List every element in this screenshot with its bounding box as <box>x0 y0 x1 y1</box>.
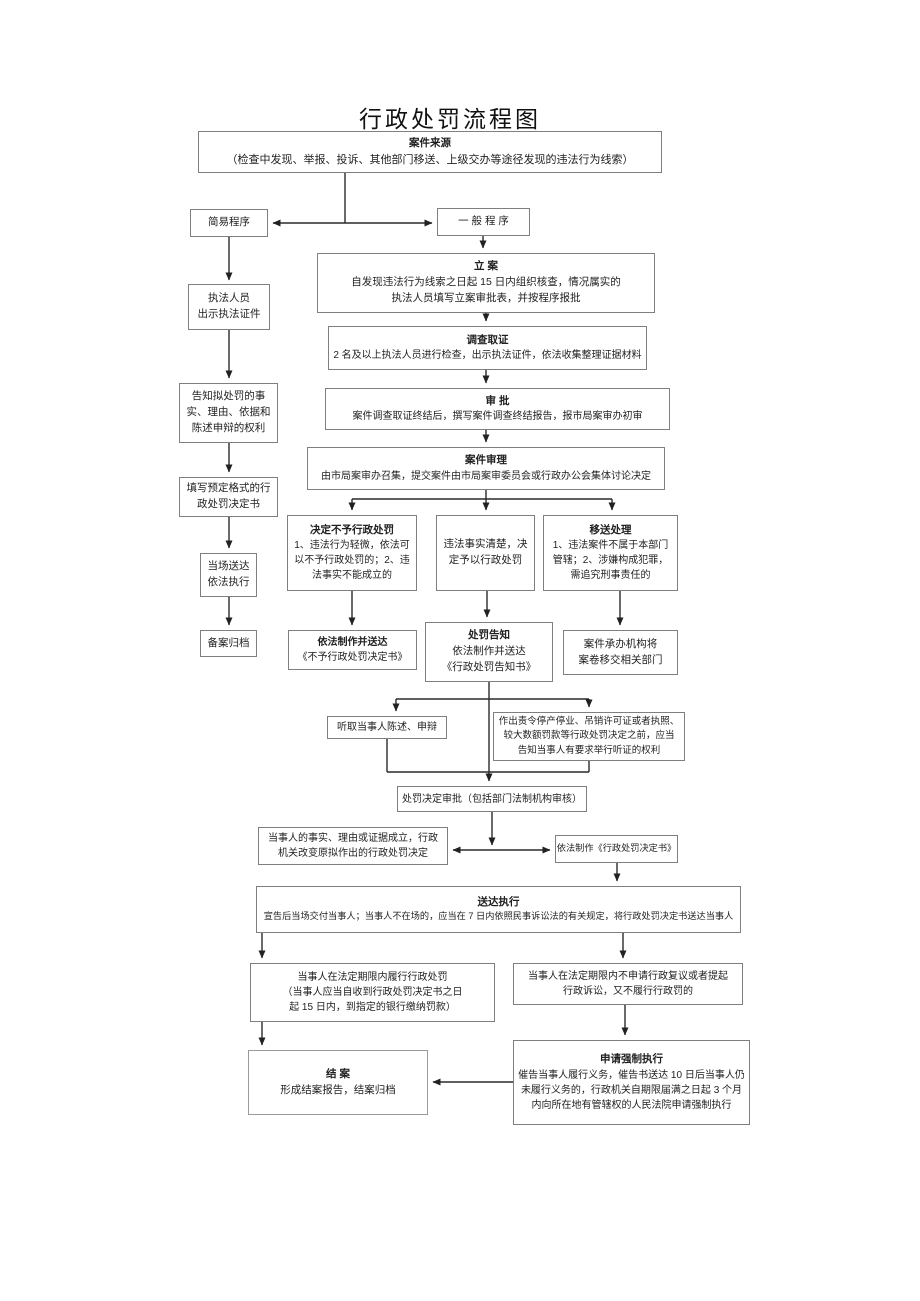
box-no-penalty-line: 以不予行政处罚的；2、违 <box>294 555 410 567</box>
box-shen-pi-title: 审 批 <box>485 394 510 407</box>
box-shen-pi: 审 批 案件调查取证终结后，撰写案件调查终结报告，报市局案审办初审 <box>325 388 670 430</box>
box-case-transfer-dept: 案件承办机构将 案卷移交相关部门 <box>563 630 678 675</box>
box-listen-statement: 听取当事人陈述、申辩 <box>327 716 447 739</box>
box-make-no-penalty-doc: 依法制作并送达 《不予行政处罚决定书》 <box>288 630 417 670</box>
box-fill-decision-line: 政处罚决定书 <box>197 498 260 510</box>
box-enforcement-officer-line: 执法人员 <box>208 292 250 305</box>
box-case-source-title: 案件来源 <box>409 136 451 149</box>
box-investigation-title: 调查取证 <box>466 333 509 346</box>
box-penalty-decision-line: 违法事实清楚，决 <box>443 538 528 551</box>
box-filing-label: 备案归档 <box>207 636 250 649</box>
box-penalty-notice: 处罚告知 依法制作并送达 《行政处罚告知书》 <box>425 622 553 682</box>
box-investigation: 调查取证 2 名及以上执法人员进行检查，出示执法证件，依法收集整理证据材料 <box>328 326 647 370</box>
box-enforce-line: 内向所在地有管辖权的人民法院申请强制执行 <box>531 1099 732 1111</box>
box-case-transfer-dept-line: 案件承办机构将 <box>583 637 658 650</box>
box-fulfill-penalty: 当事人在法定期限内履行行政处罚 （当事人应当自收到行政处罚决定书之日 起 15 … <box>250 963 495 1022</box>
box-make-decision-doc: 依法制作《行政处罚决定书》 <box>555 835 678 863</box>
box-inform-rights-line: 告知拟处罚的事 <box>191 390 266 403</box>
box-close-case: 结 案 形成结案报告，结案归档 <box>248 1050 428 1115</box>
box-case-transfer-dept-line: 案卷移交相关部门 <box>578 653 663 666</box>
box-delivery-execution-title: 送达执行 <box>477 895 520 908</box>
box-change-decision: 当事人的事实、理由或证据成立，行政 机关改变原拟作出的行政处罚决定 <box>258 827 448 865</box>
box-li-an-title: 立 案 <box>474 260 498 273</box>
box-case-source: 案件来源 （检查中发现、举报、投诉、其他部门移送、上级交办等途径发现的违法行为线… <box>198 131 662 173</box>
box-inform-rights: 告知拟处罚的事 实、理由、依据和 陈述申辩的权利 <box>179 383 278 443</box>
box-enforce: 申请强制执行 催告当事人履行义务，催告书送达 10 日后当事人仍 未履行义务的，… <box>513 1040 750 1125</box>
box-no-penalty-line: 法事实不能成立的 <box>312 570 392 582</box>
box-fulfill-penalty-line: 起 15 日内，到指定的银行缴纳罚款） <box>289 1002 456 1013</box>
box-enforcement-officer-line: 出示执法证件 <box>197 308 261 320</box>
box-fill-decision-line: 填写预定格式的行 <box>186 482 271 495</box>
box-penalty-notice-title: 处罚告知 <box>468 629 510 642</box>
box-penalty-notice-line: 依法制作并送达 <box>452 645 526 658</box>
page-title: 行政处罚流程图 <box>359 107 541 132</box>
box-penalty-notice-line: 《行政处罚告知书》 <box>441 660 537 673</box>
box-filing: 备案归档 <box>200 630 257 657</box>
box-delivery-execution-body: 宣告后当场交付当事人；当事人不在场的，应当在 7 日内依照民事诉讼法的有关规定，… <box>263 911 734 922</box>
box-transfer: 移送处理 1、违法案件不属于本部门 管辖；2、涉嫌构成犯罪， 需追究刑事责任的 <box>543 515 678 591</box>
box-simple-procedure-label: 简易程序 <box>208 216 250 229</box>
box-no-appeal-line: 当事人在法定期限内不申请行政复议或者提起 <box>528 971 728 982</box>
box-no-penalty-title: 决定不予行政处罚 <box>310 523 394 536</box>
box-inform-rights-line: 陈述申辩的权利 <box>191 421 266 434</box>
box-general-procedure-label: 一 般 程 序 <box>458 215 509 228</box>
box-hearing-notice: 作出责令停产停业、吊销许可证或者执照、 较大数额罚款等行政处罚决定之前，应当 告… <box>493 712 685 761</box>
box-transfer-line: 1、违法案件不属于本部门 <box>552 540 669 552</box>
box-case-review-title: 案件审理 <box>465 454 507 467</box>
box-make-no-penalty-doc-body: 《不予行政处罚决定书》 <box>297 652 408 663</box>
box-case-review: 案件审理 由市局案审办召集，提交案件由市局案审委员会或行政办公会集体讨论决定 <box>307 447 665 490</box>
box-enforce-line: 未履行义务的，行政机关自期限届满之日起 3 个月 <box>520 1084 743 1096</box>
box-no-appeal: 当事人在法定期限内不申请行政复议或者提起 行政诉讼，又不履行行政罚的 <box>513 963 743 1005</box>
box-onsite-delivery-line: 依法执行 <box>207 576 250 588</box>
box-fill-decision: 填写预定格式的行 政处罚决定书 <box>179 477 278 517</box>
box-li-an: 立 案 自发现违法行为线索之日起 15 日内组织核查，情况属实的 执法人员填写立… <box>317 253 655 313</box>
box-simple-procedure: 简易程序 <box>190 209 268 237</box>
box-case-source-body: （检查中发现、举报、投诉、其他部门移送、上级交办等途径发现的违法行为线索） <box>226 153 634 166</box>
box-transfer-title: 移送处理 <box>589 523 632 536</box>
box-close-case-title: 结 案 <box>326 1067 350 1080</box>
box-hearing-notice-line: 作出责令停产停业、吊销许可证或者执照、 <box>498 716 680 728</box>
box-fulfill-penalty-line: 当事人在法定期限内履行行政处罚 <box>297 972 448 983</box>
box-enforce-title: 申请强制执行 <box>600 1053 663 1066</box>
box-case-review-body: 由市局案审办召集，提交案件由市局案审委员会或行政办公会集体讨论决定 <box>321 470 651 482</box>
box-transfer-line: 需追究刑事责任的 <box>570 570 651 582</box>
box-hearing-notice-line: 告知当事人有要求举行听证的权利 <box>517 744 661 756</box>
box-enforcement-officer: 执法人员 出示执法证件 <box>188 284 270 330</box>
box-decision-approval-label: 处罚决定审批（包括部门法制机构审核） <box>402 793 582 805</box>
box-make-decision-doc-label: 依法制作《行政处罚决定书》 <box>556 843 677 854</box>
box-fulfill-penalty-line: （当事人应当自收到行政处罚决定书之日 <box>282 987 463 998</box>
box-enforce-line: 催告当事人履行义务，催告书送达 10 日后当事人仍 <box>518 1069 745 1081</box>
box-shen-pi-body: 案件调查取证终结后，撰写案件调查终结报告，报市局案审办初审 <box>352 411 643 423</box>
box-make-no-penalty-doc-title: 依法制作并送达 <box>317 637 388 648</box>
box-inform-rights-line: 实、理由、依据和 <box>186 406 271 419</box>
box-no-penalty-line: 1、违法行为轻微，依法可 <box>294 540 410 552</box>
box-close-case-body: 形成结案报告，结案归档 <box>280 1083 396 1096</box>
box-investigation-body: 2 名及以上执法人员进行检查，出示执法证件，依法收集整理证据材料 <box>333 350 642 362</box>
box-change-decision-line: 当事人的事实、理由或证据成立，行政 <box>268 833 438 844</box>
box-no-appeal-line: 行政诉讼，又不履行行政罚的 <box>563 986 693 997</box>
box-penalty-decision-line: 定予以行政处罚 <box>448 554 523 566</box>
box-onsite-delivery-line: 当场送达 <box>207 560 250 573</box>
box-li-an-line: 执法人员填写立案审批表，并按程序报批 <box>391 291 581 304</box>
box-onsite-delivery: 当场送达 依法执行 <box>200 553 257 597</box>
box-delivery-execution: 送达执行 宣告后当场交付当事人；当事人不在场的，应当在 7 日内依照民事诉讼法的… <box>256 886 741 933</box>
box-penalty-decision: 违法事实清楚，决 定予以行政处罚 <box>436 515 535 591</box>
box-hearing-notice-line: 较大数额罚款等行政处罚决定之前，应当 <box>503 730 675 742</box>
box-li-an-line: 自发现违法行为线索之日起 15 日内组织核查，情况属实的 <box>351 276 621 289</box>
box-decision-approval: 处罚决定审批（包括部门法制机构审核） <box>397 786 587 812</box>
box-transfer-line: 管辖；2、涉嫌构成犯罪， <box>552 555 669 567</box>
box-listen-statement-label: 听取当事人陈述、申辩 <box>337 722 437 733</box>
box-no-penalty: 决定不予行政处罚 1、违法行为轻微，依法可 以不予行政处罚的；2、违 法事实不能… <box>287 515 417 591</box>
box-general-procedure: 一 般 程 序 <box>437 208 530 236</box>
box-change-decision-line: 机关改变原拟作出的行政处罚决定 <box>278 848 428 859</box>
